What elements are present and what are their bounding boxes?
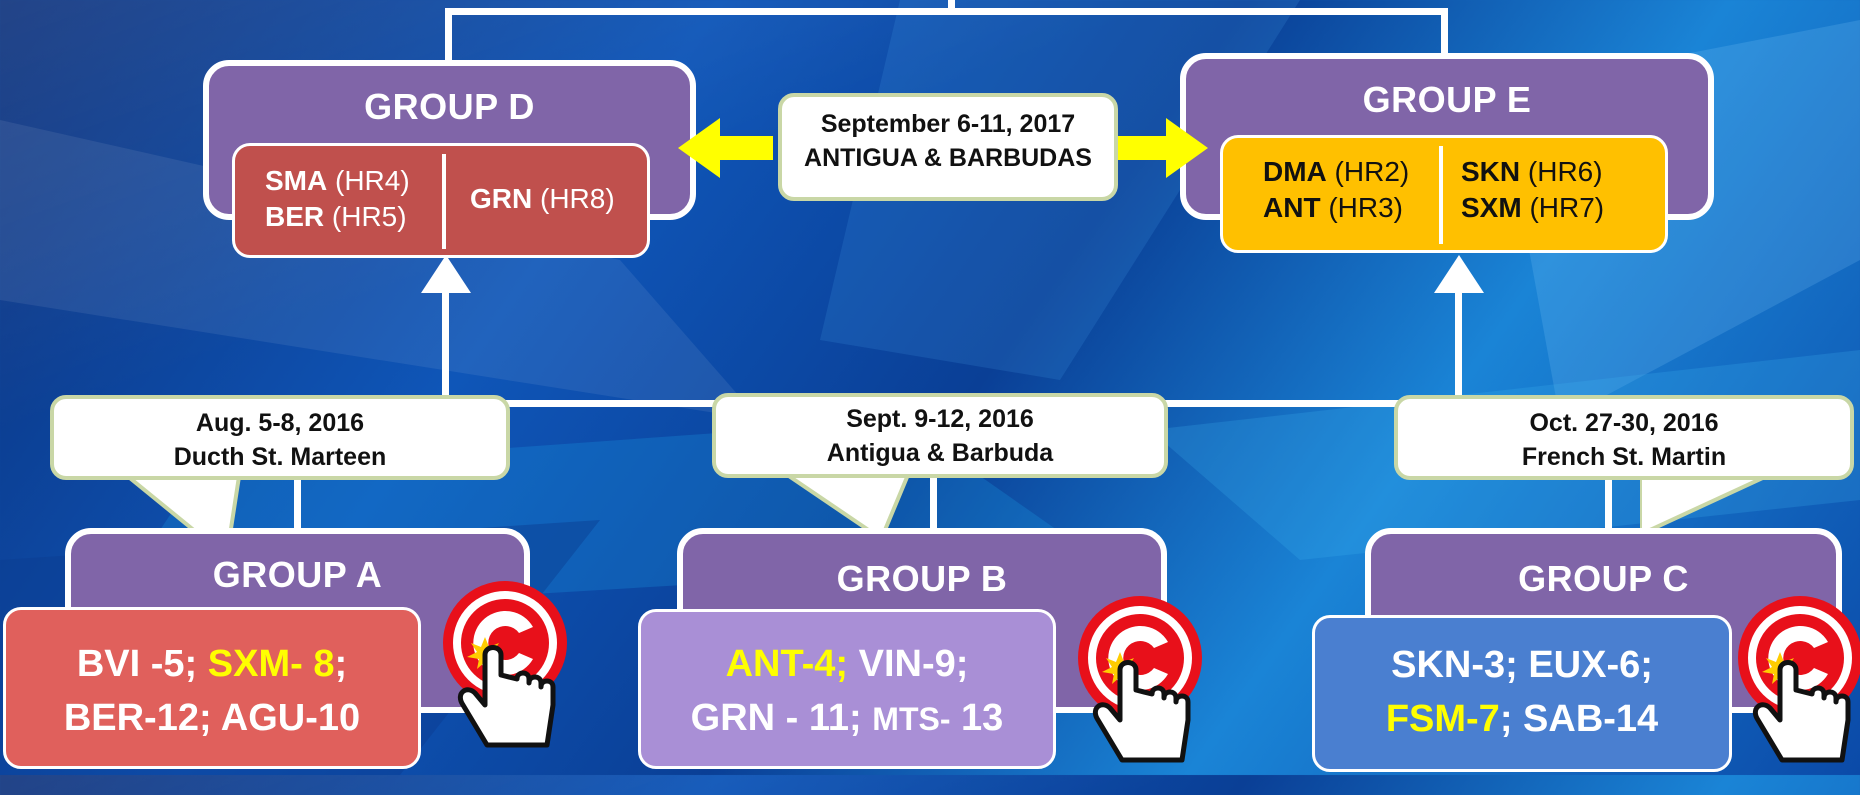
group-c-pool-line1: SKN-3; EUX-6; <box>1391 644 1653 686</box>
group-d-member: SMA (HR4) <box>265 165 410 196</box>
connector-top-right-down <box>1441 8 1448 60</box>
callout-c-venue: French St. Martin <box>1521 443 1727 471</box>
connector-top-horizontal <box>445 8 1448 15</box>
group-c-title: GROUP C <box>1518 558 1689 599</box>
group-e-title: GROUP E <box>1362 79 1532 120</box>
group-a-pool: BVI -5; SXM- 8; BER-12; AGU-10 <box>3 607 421 769</box>
host-hand-cursor-icon[interactable] <box>1072 590 1212 770</box>
connector-right-up <box>1455 285 1462 405</box>
final-event-date: September 6-11, 2017 <box>820 110 1076 138</box>
group-d-member: BER (HR5) <box>265 201 407 232</box>
callout-a-date: Aug. 5-8, 2016 <box>195 409 365 437</box>
group-a-pool-line2: BER-12; AGU-10 <box>63 697 361 739</box>
final-event-venue: ANTIGUA & BARBUDAS <box>804 144 1092 172</box>
group-e-member: SXM (HR7) <box>1461 192 1605 223</box>
group-a-pool-line1: BVI -5; SXM- 8; <box>76 643 348 685</box>
group-d-title: GROUP D <box>364 86 535 127</box>
group-e-member: ANT (HR3) <box>1263 192 1403 223</box>
group-b-pool-line1: ANT-4; VIN-9; <box>725 643 969 685</box>
group-a-title: GROUP A <box>212 554 383 595</box>
callout-b-date: Sept. 9-12, 2016 <box>846 405 1034 433</box>
group-b-title: GROUP B <box>836 558 1008 599</box>
final-event-box: September 6-11, 2017 ANTIGUA & BARBUDAS <box>778 93 1118 201</box>
group-e-member: SKN (HR6) <box>1461 156 1603 187</box>
group-d-right-column: GRN (HR8) <box>470 181 615 217</box>
group-e-members: DMA (HR2) ANT (HR3) SKN (HR6) SXM (HR7) <box>1220 135 1668 253</box>
connector-left-up <box>442 285 449 405</box>
group-d-members: SMA (HR4) BER (HR5) GRN (HR8) <box>232 143 650 258</box>
group-e-member: DMA (HR2) <box>1263 156 1410 187</box>
connector-top-left-down <box>445 8 452 60</box>
group-c-pool-line2: FSM-7; SAB-14 <box>1385 698 1659 740</box>
group-e-right-column: SKN (HR6) SXM (HR7) <box>1461 154 1604 226</box>
callout-a-venue: Ducth St. Marteen <box>173 443 387 471</box>
callout-group-c: Oct. 27-30, 2016 French St. Martin <box>1394 395 1854 480</box>
group-d-divider <box>442 154 446 249</box>
callout-b-venue: Antigua & Barbuda <box>826 439 1054 467</box>
host-hand-cursor-icon[interactable] <box>1720 590 1860 770</box>
group-d-member: GRN (HR8) <box>470 183 615 214</box>
group-e-divider <box>1439 146 1443 244</box>
callout-group-b: Sept. 9-12, 2016 Antigua & Barbuda <box>712 393 1168 478</box>
group-e-left-column: DMA (HR2) ANT (HR3) <box>1263 154 1409 226</box>
group-c-pool: SKN-3; EUX-6; FSM-7; SAB-14 <box>1312 615 1732 772</box>
group-d-left-column: SMA (HR4) BER (HR5) <box>265 163 410 235</box>
connector-top-stem <box>948 0 955 14</box>
group-b-pool: ANT-4; VIN-9; GRN - 11; MTS- 13 <box>638 609 1056 769</box>
group-b-pool-line2: GRN - 11; MTS- 13 <box>690 697 1004 739</box>
callout-group-a: Aug. 5-8, 2016 Ducth St. Marteen <box>50 395 510 480</box>
callout-c-date: Oct. 27-30, 2016 <box>1529 409 1719 437</box>
host-hand-cursor-icon[interactable] <box>437 575 577 755</box>
